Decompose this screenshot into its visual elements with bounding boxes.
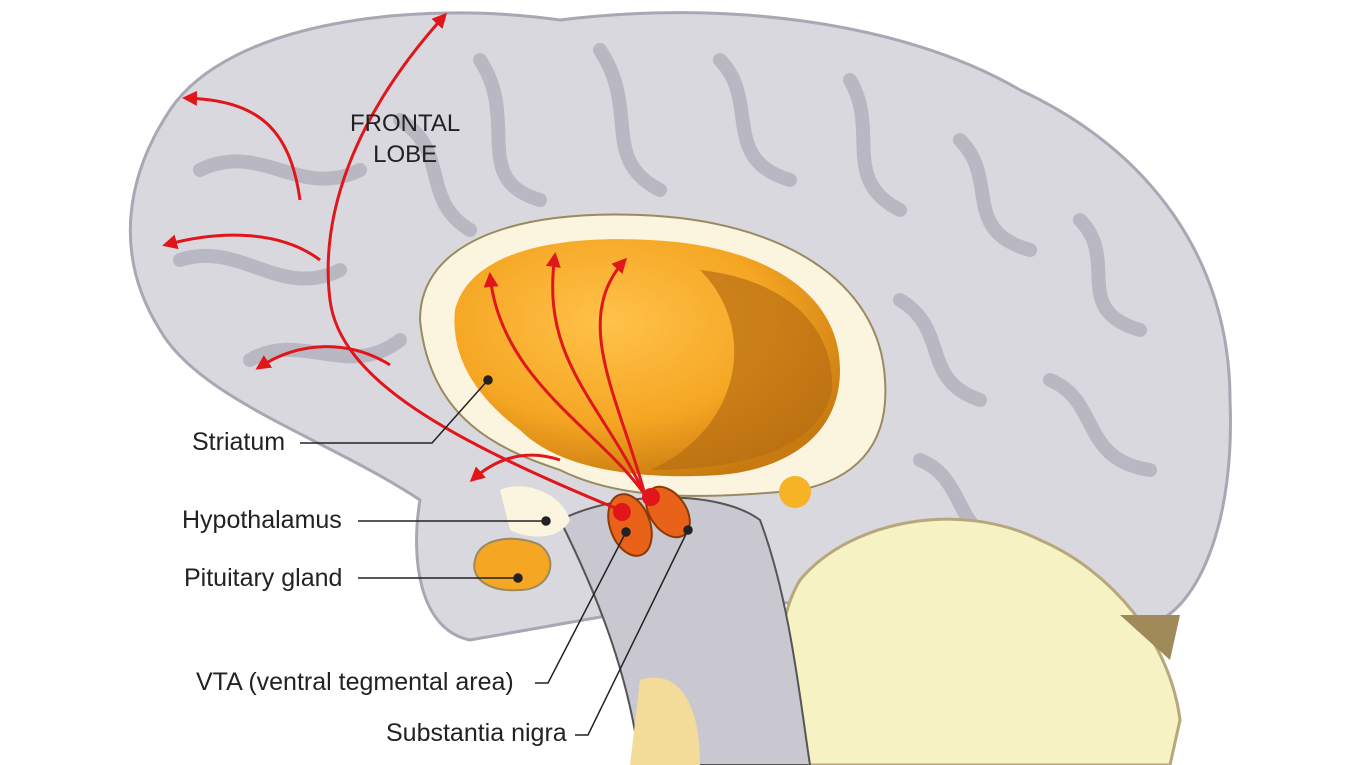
gyri-folds bbox=[173, 43, 1157, 557]
pituitary-gland-label: Pituitary gland bbox=[184, 564, 343, 592]
frontal-lobe-line-2: LOBE bbox=[373, 141, 438, 168]
hypothalamus-label: Hypothalamus bbox=[182, 506, 342, 534]
striatum-label: Striatum bbox=[192, 428, 286, 456]
frontal-lobe-label: FRONTAL LOBE bbox=[350, 108, 460, 170]
substantia-nigra-label: Substantia nigra bbox=[386, 719, 567, 747]
frontal-lobe-line-1: FRONTAL bbox=[350, 110, 461, 137]
leader-lines bbox=[300, 375, 693, 736]
vta-label: VTA (ventral tegmental area) bbox=[196, 668, 514, 696]
pituitary-gland bbox=[473, 537, 552, 592]
dopamine-pathways bbox=[162, 12, 647, 512]
